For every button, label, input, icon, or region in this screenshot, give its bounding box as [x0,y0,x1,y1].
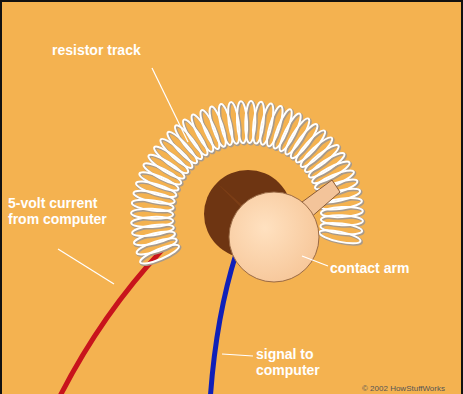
part-label: 5-volt current from computer [8,195,116,227]
coil-winding [138,169,181,194]
coil-winding [276,111,304,153]
coil-winding [164,129,200,167]
coil-winding [318,227,361,246]
coil-winding [172,123,206,162]
coil-winding [141,160,183,188]
coil-winding [320,221,363,236]
coil-winding [282,116,313,157]
coil-winding [251,101,266,144]
coil-winding [298,134,336,170]
part-label: signal to computer [256,346,352,378]
coil-winding [302,142,341,176]
leader-line [58,249,114,284]
coil-winding [188,112,217,154]
coil-winding [293,127,329,165]
coil-winding [288,121,321,161]
coil-winding-shadow [147,152,188,183]
coil-winding-shadow [142,161,184,189]
copyright-note: © 2002 HowStuffWorks [362,384,460,393]
part-label: resistor track [52,42,212,58]
contact-arm-face [229,192,319,282]
coil-winding [131,198,174,213]
coil-winding [180,117,211,158]
leader-line [222,354,253,356]
coil-winding [270,108,295,151]
coil-winding-shadow [158,137,196,173]
coil-winding-shadow [152,144,192,177]
coil-winding-shadow [181,118,212,159]
blue-wire [210,254,236,394]
coil-winding [306,150,347,181]
coil-winding [146,151,187,182]
coil-winding [157,136,195,172]
leader-line [302,256,328,266]
coil-winding [151,143,191,176]
part-label: contact arm [330,260,450,276]
red-wire [57,250,162,394]
coil-winding-shadow [271,109,296,152]
coil-winding-shadow [319,228,362,247]
leader-line [152,68,188,142]
